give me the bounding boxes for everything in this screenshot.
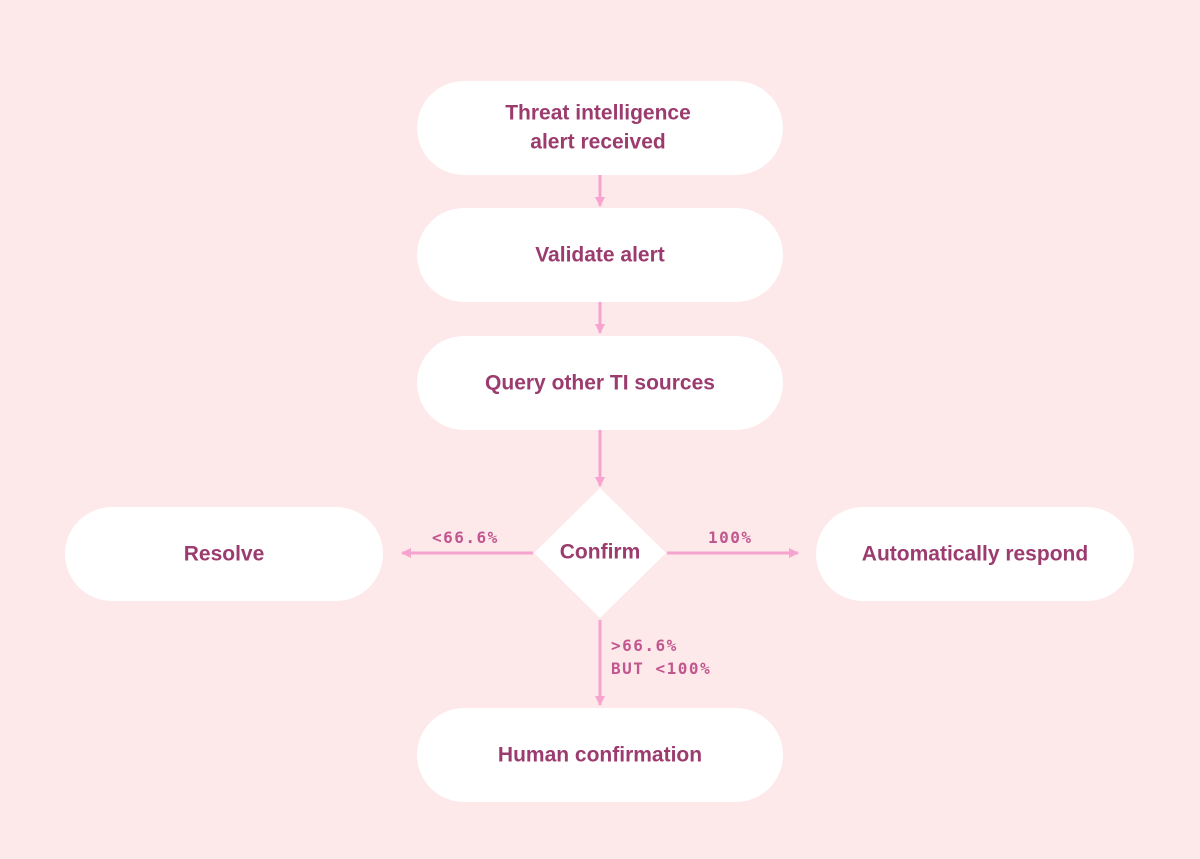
edge-label-below-threshold: <66.6%: [432, 528, 499, 547]
node-query-sources: Query other TI sources: [417, 336, 783, 430]
edge-label-partial-match-line1: >66.6%: [611, 636, 678, 655]
edge-label-partial-match-line2: BUT <100%: [611, 659, 711, 678]
node-human-confirmation-label: Human confirmation: [498, 744, 702, 767]
node-alert-received: Threat intelligence alert received: [417, 81, 783, 175]
node-human-confirmation: Human confirmation: [417, 708, 783, 802]
node-confirm-decision: Confirm: [534, 488, 666, 618]
node-auto-respond: Automatically respond: [816, 507, 1134, 601]
node-validate-alert-shape: [417, 208, 783, 302]
node-confirm-label: Confirm: [560, 541, 641, 564]
decision-diamond: [534, 488, 666, 618]
node-auto-respond-label: Automatically respond: [862, 543, 1088, 566]
node-resolve-label: Resolve: [184, 543, 265, 566]
node-alert-received-shape: [417, 81, 783, 175]
node-resolve: Resolve: [65, 507, 383, 601]
node-query-sources-shape: [417, 336, 783, 430]
node-auto-respond-shape: [816, 507, 1134, 601]
node-validate-alert-label: Validate alert: [535, 244, 665, 267]
node-human-confirmation-shape: [417, 708, 783, 802]
node-resolve-shape: [65, 507, 383, 601]
edge-label-full-match: 100%: [708, 528, 753, 547]
node-alert-received-label-line1: Threat intelligence: [505, 102, 691, 125]
node-alert-received-label-line2: alert received: [530, 131, 665, 154]
node-query-sources-label: Query other TI sources: [485, 372, 715, 395]
node-validate-alert: Validate alert: [417, 208, 783, 302]
